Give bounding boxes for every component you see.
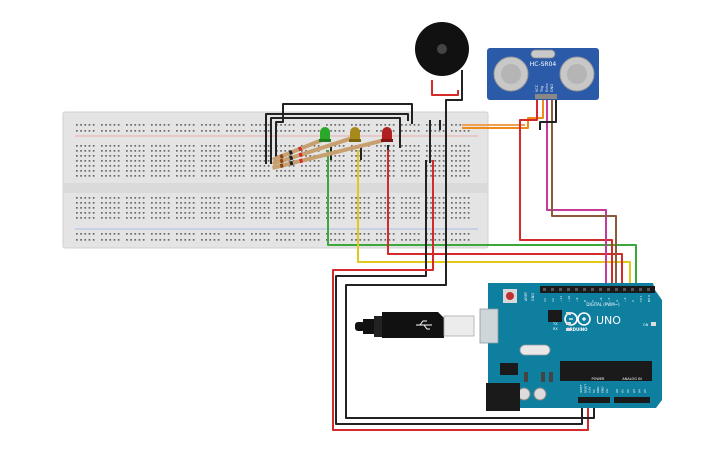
arduino-brand-label: ARDUINO <box>567 327 589 332</box>
digital-pin-label: ~10 <box>567 296 571 302</box>
power-pin-label: 3.3V <box>588 387 592 393</box>
digital-header <box>540 286 655 293</box>
digital-pin-label: 2 <box>631 300 635 302</box>
wire-red-buzzer <box>431 80 459 96</box>
wire-black-jumper-1 <box>265 113 409 164</box>
led-red[interactable] <box>381 127 393 142</box>
on-led-label: ON <box>643 323 649 327</box>
wires <box>265 70 637 431</box>
wire-brown-sensor <box>551 98 617 290</box>
breadboard <box>62 111 489 249</box>
wire-green-led <box>327 150 637 290</box>
digital-pin-label: 4 <box>615 300 619 302</box>
power-pin-label: 5V <box>592 389 596 393</box>
microcontroller-chip <box>560 361 652 381</box>
power-pin-label: RESET <box>583 384 587 393</box>
wire-black-power-1 <box>335 160 583 425</box>
wire-black-jumper-3 <box>275 103 413 164</box>
digital-pin-label: 13 <box>543 298 547 302</box>
aref-label: AREF <box>524 292 528 301</box>
power-jack[interactable] <box>486 383 520 411</box>
power-pin-label: GND <box>596 387 600 393</box>
wire-black-jumper-2 <box>270 117 401 164</box>
analog-pin-label: A0 <box>615 389 619 393</box>
digital-pin-label: RX 0 <box>647 295 651 302</box>
led-yellow[interactable] <box>349 127 361 142</box>
wire-yellow-led <box>357 150 631 290</box>
wire-black-sensor-gnd <box>539 98 557 130</box>
sensor-pin-gnd: GND <box>550 84 554 92</box>
analog-pin-label: A2 <box>626 389 630 393</box>
crystal-oscillator <box>519 344 551 356</box>
wire-red-sensor-vcc <box>519 98 613 290</box>
arduino-model-label: UNO <box>596 314 621 327</box>
breadboard-holes <box>76 124 470 241</box>
power-header <box>578 397 610 403</box>
digital-pin-label: ~3 <box>623 297 627 302</box>
digital-pin-label: ~11 <box>559 296 563 302</box>
analog-pin-label: A1 <box>621 389 625 393</box>
power-pin-label: Vin <box>605 388 609 393</box>
analog-pin-label: A4 <box>637 389 641 393</box>
board-led-tx-label: TX <box>552 322 558 326</box>
buzzer[interactable] <box>415 22 469 76</box>
usb-icon <box>416 320 432 330</box>
gnd-label: GND <box>531 293 535 301</box>
sensor-model-label: HC-SR04 <box>530 61 557 68</box>
ultrasonic-sensor[interactable]: HC-SR04 VCC Trig Echo GND <box>487 48 599 100</box>
sensor-pin-trig: Trig <box>540 86 544 93</box>
analog-pin-label: A3 <box>632 389 636 393</box>
wire-magenta-sensor <box>546 98 607 290</box>
analog-header <box>614 397 650 403</box>
power-pin-label: IOREF <box>579 384 583 393</box>
digital-pin-label: 12 <box>551 298 555 302</box>
wire-orange-sensor <box>462 98 544 129</box>
board-led <box>566 328 571 331</box>
digital-pin-label: 7 <box>591 300 595 302</box>
led-green[interactable] <box>319 127 331 142</box>
wire-red-led <box>387 150 623 290</box>
usb-port <box>479 308 499 344</box>
wire-black-buzzer <box>445 70 463 123</box>
analog-header-label: ANALOG IN <box>622 377 642 381</box>
power-pin-label: GND <box>601 387 605 393</box>
resistors <box>272 136 384 170</box>
analog-pin-label: A5 <box>643 389 647 393</box>
digital-pin-label: ~6 <box>599 297 603 302</box>
wire-red-power <box>332 160 589 431</box>
digital-pin-label: ~9 <box>575 297 579 302</box>
sensor-pin-vcc: VCC <box>535 84 539 92</box>
board-led-rx-label: RX <box>553 327 558 331</box>
digital-header-label: DIGITAL (PWM~) <box>586 302 620 307</box>
capacitor-2 <box>533 387 547 401</box>
board-led <box>566 312 571 315</box>
sensor-pin-echo: Echo <box>545 84 549 93</box>
usb-chip <box>548 310 562 322</box>
wire-black-power-2 <box>345 123 595 419</box>
digital-pin-label: 8 <box>583 300 587 302</box>
digital-pin-label: TX 1 <box>639 295 643 303</box>
usb-cable[interactable] <box>355 308 499 344</box>
board-led <box>566 322 571 325</box>
digital-pin-label: ~5 <box>607 297 611 302</box>
power-header-label: POWER <box>592 377 606 381</box>
